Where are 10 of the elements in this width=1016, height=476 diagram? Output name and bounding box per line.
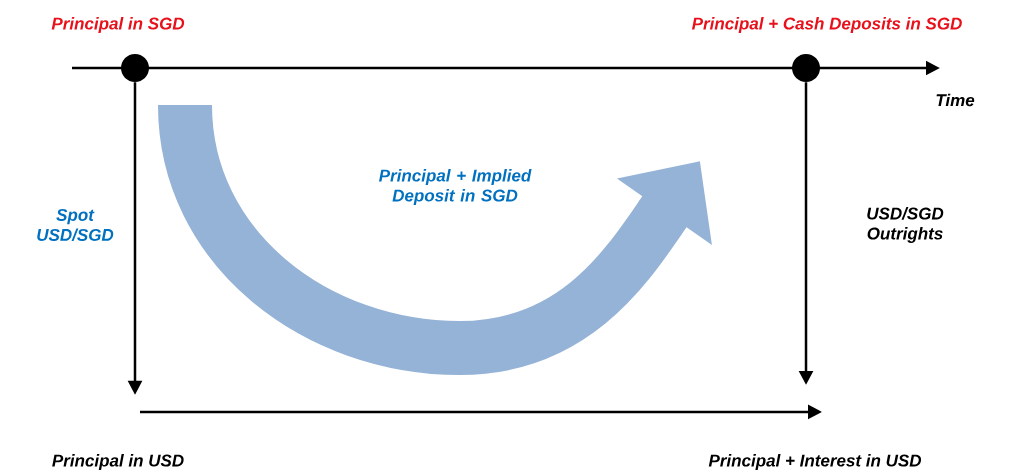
text-label: Principal + Interest in USD	[708, 454, 922, 470]
edge-label: Spot USD/SGD	[37, 208, 114, 242]
axis-label: Time	[936, 93, 975, 107]
text-label: Principal in SGD	[51, 17, 185, 33]
arrow-caption: Principal + Implied Deposit in SGD	[379, 169, 532, 205]
edge-label: USD/SGD Outrights	[867, 207, 944, 243]
dot	[121, 54, 149, 82]
text-label: Principal + Cash Deposits in SGD	[692, 17, 962, 33]
text-label: Principal in USD	[52, 454, 184, 470]
dot	[792, 54, 820, 82]
